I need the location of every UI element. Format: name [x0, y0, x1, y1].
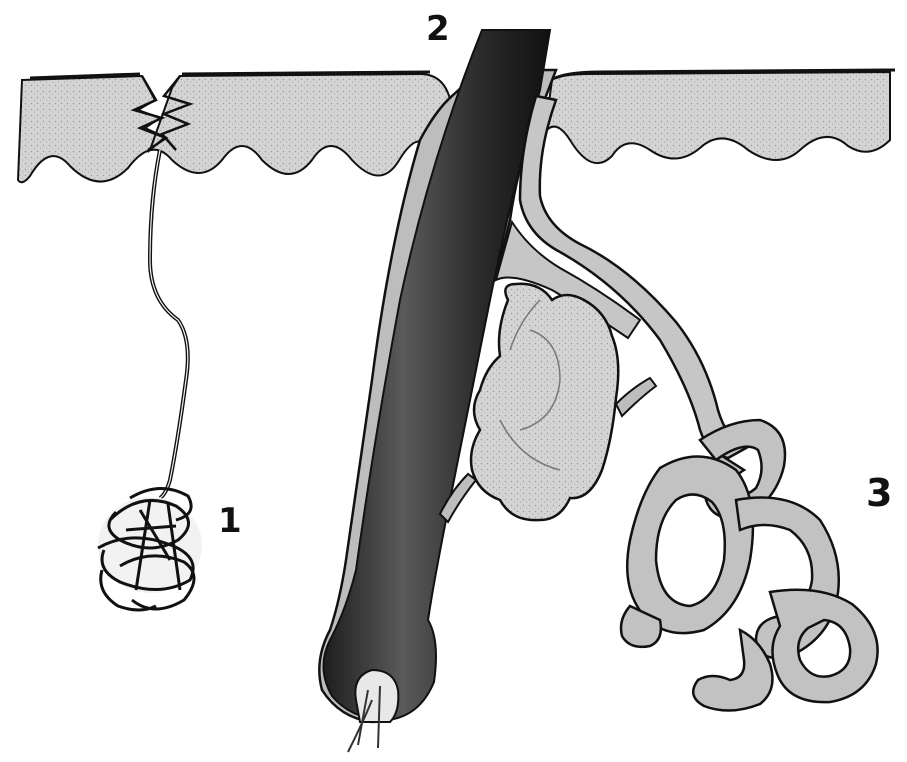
apocrine-coil — [621, 420, 878, 711]
hair-papilla — [355, 670, 398, 722]
epidermis-right-section — [545, 72, 890, 163]
sweat-gland-coil — [98, 488, 202, 610]
eccrine-sweat-gland — [98, 150, 202, 610]
sebaceous-lobules — [471, 284, 618, 520]
label-2: 2 — [426, 9, 450, 49]
label-1: 1 — [218, 501, 242, 541]
label-3: 3 — [866, 471, 892, 515]
sweat-duct — [150, 150, 188, 498]
